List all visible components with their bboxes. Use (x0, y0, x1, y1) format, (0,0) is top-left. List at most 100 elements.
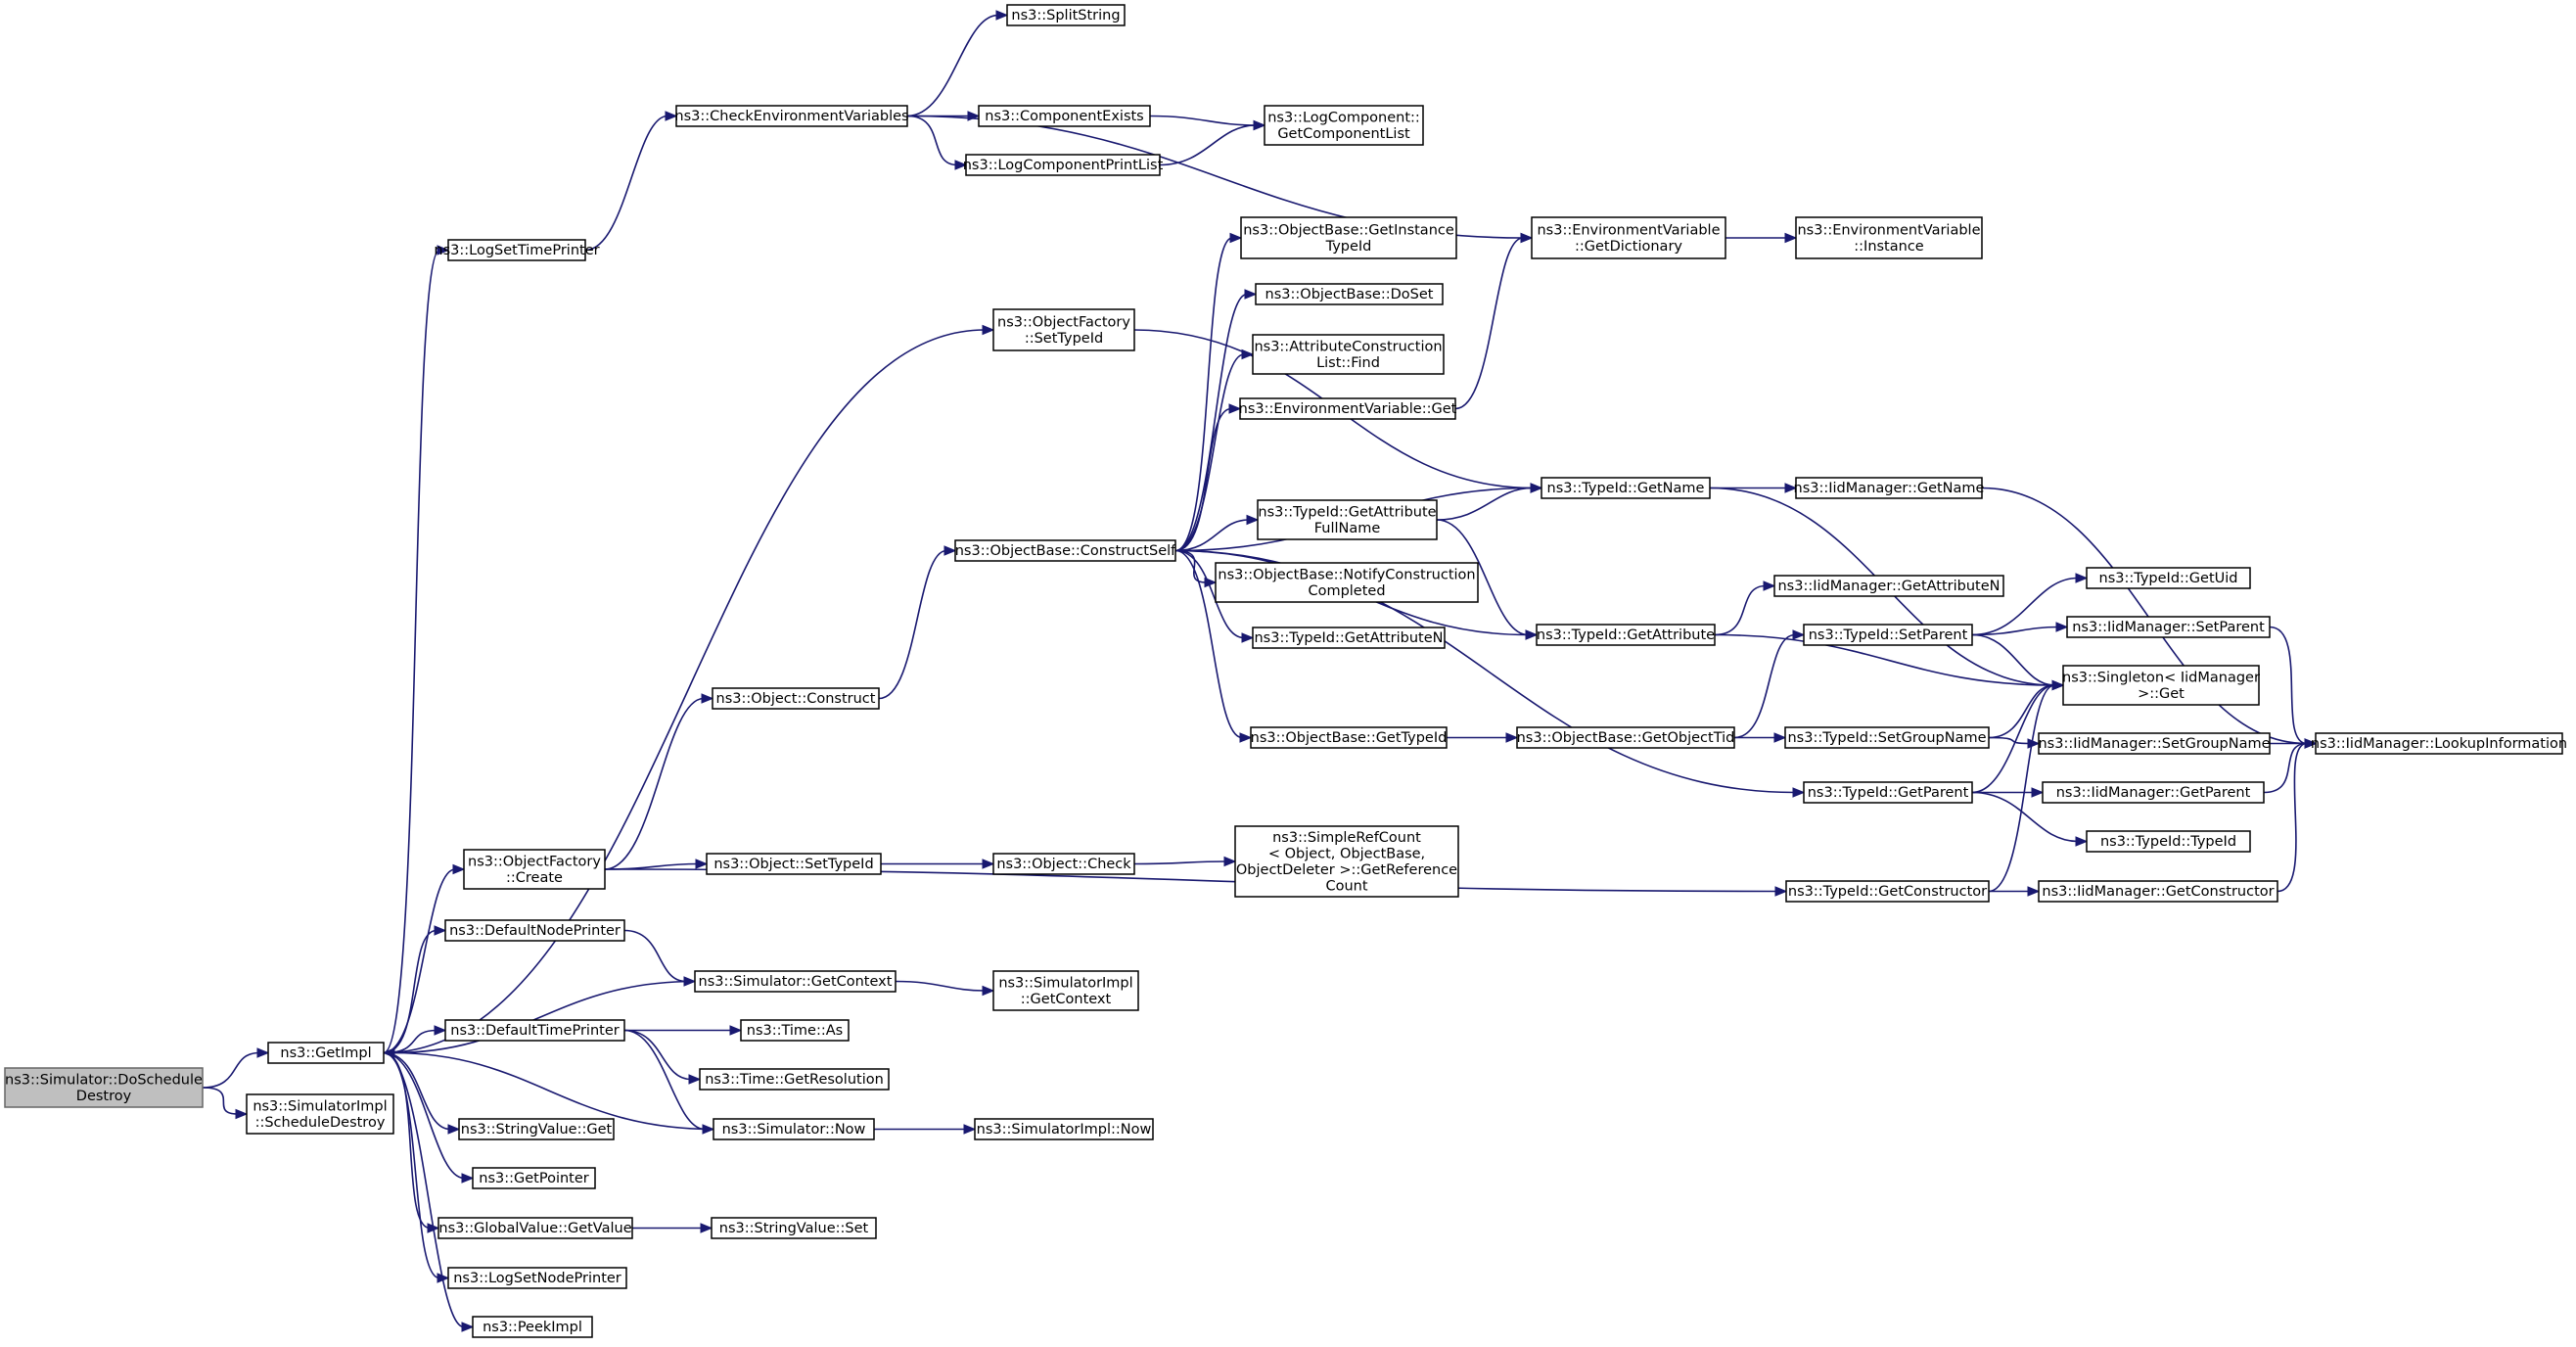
edge-obj-construct-to-construct-self (878, 549, 947, 700)
node-iid-getname[interactable]: ns3::IidManager::GetName (1794, 477, 1985, 499)
node-label: ns3::DefaultNodePrinter (449, 923, 621, 939)
edge-sim-getctx-to-simimpl-getctx (895, 980, 986, 992)
node-time-as[interactable]: ns3::Time::As (740, 1019, 850, 1042)
node-obj-check[interactable]: ns3::Object::Check (992, 853, 1135, 875)
node-simimpl-sd[interactable]: ns3::SimulatorImpl::ScheduleDestroy (246, 1093, 394, 1135)
node-label: ns3::Time::GetResolution (705, 1072, 884, 1088)
node-tid-getattr[interactable]: ns3::TypeId::GetAttribute (1536, 624, 1716, 646)
edge-tid-getctor-to-singleton (1988, 684, 2055, 893)
node-singleton[interactable]: ns3::Singleton< IidManager >::Get (2062, 665, 2260, 706)
node-simimpl-getctx[interactable]: ns3::SimulatorImpl::GetContext (992, 970, 1139, 1011)
node-tid-getname[interactable]: ns3::TypeId::GetName (1541, 477, 1711, 499)
edge-getimpl-to-defnodeprinter (383, 929, 437, 1054)
edge-tid-getattrfull-to-tid-getattr (1436, 519, 1529, 636)
node-gv-getvalue[interactable]: ns3::GlobalValue::GetValue (437, 1217, 633, 1239)
node-label: ns3::SplitString (1011, 8, 1120, 23)
node-label: ns3::TypeId::GetParent (1808, 785, 1969, 801)
edge-iid-getctor-to-iid-lookup (2277, 742, 2308, 893)
node-tid-getuid[interactable]: ns3::TypeId::GetUid (2086, 567, 2251, 589)
edge-obj-check-to-simplerefcount (1133, 860, 1227, 865)
node-iid-setgroup[interactable]: ns3::IidManager::SetGroupName (2038, 732, 2271, 755)
node-getimpl[interactable]: ns3::GetImpl (267, 1042, 385, 1064)
node-simplerefcount[interactable]: ns3::SimpleRefCount< Object, ObjectBase,… (1234, 825, 1459, 898)
node-label: ns3::Object::Check (996, 857, 1131, 872)
node-objfac-settid[interactable]: ns3::ObjectFactory::SetTypeId (992, 308, 1135, 351)
node-label: ns3::TypeId::GetAttribute (1537, 627, 1715, 643)
node-box (472, 1316, 593, 1338)
node-label: ::GetDictionary (1575, 239, 1682, 255)
node-peekimpl[interactable]: ns3::PeekImpl (472, 1316, 593, 1338)
node-box (965, 154, 1161, 176)
node-obj-construct[interactable]: ns3::Object::Construct (712, 687, 880, 710)
node-compexists[interactable]: ns3::ComponentExists (978, 105, 1151, 127)
node-tid-setparent[interactable]: ns3::TypeId::SetParent (1803, 624, 1973, 646)
node-label: ns3::StringValue::Set (719, 1221, 869, 1236)
edge-construct-self-to-ob-gettid (1174, 549, 1243, 739)
node-envdict[interactable]: ns3::EnvironmentVariable::GetDictionary (1531, 216, 1726, 259)
node-sim-now[interactable]: ns3::Simulator::Now (713, 1118, 875, 1140)
arrowhead (1229, 232, 1243, 244)
node-iid-getparent[interactable]: ns3::IidManager::GetParent (2042, 781, 2265, 804)
node-logcompprint[interactable]: ns3::LogComponentPrintList (963, 154, 1164, 176)
node-logcomp-list[interactable]: ns3::LogComponent::GetComponentList (1264, 105, 1424, 146)
node-tid-getparent[interactable]: ns3::TypeId::GetParent (1803, 781, 1973, 804)
edge-compexists-to-logcomp-list (1149, 115, 1257, 126)
node-obj-settid[interactable]: ns3::Object::SetTypeId (706, 853, 882, 875)
edge-checkenv-to-logcompprint (906, 115, 958, 166)
arrowhead (437, 245, 450, 255)
node-iid-setparent[interactable]: ns3::IidManager::SetParent (2066, 616, 2271, 638)
arrowhead (2027, 886, 2041, 897)
node-iid-getattrn[interactable]: ns3::IidManager::GetAttributeN (1773, 575, 2004, 597)
node-objfac-create[interactable]: ns3::ObjectFactory::Create (463, 849, 606, 890)
arrowhead (1228, 403, 1242, 414)
edge-tid-getattrfull-to-tid-getname (1436, 487, 1534, 521)
node-ob-getobjtid[interactable]: ns3::ObjectBase::GetObjectTid (1516, 726, 1735, 749)
arrowhead (954, 160, 968, 170)
node-box (712, 687, 880, 710)
node-label: ns3::Simulator::DoSchedule (5, 1072, 203, 1088)
node-box (740, 1019, 850, 1042)
node-ob-gettid[interactable]: ns3::ObjectBase::GetTypeId (1250, 726, 1448, 749)
node-split[interactable]: ns3::SplitString (1006, 4, 1126, 26)
node-box (711, 1217, 877, 1239)
node-checkenv[interactable]: ns3::CheckEnvironmentVariables (674, 105, 909, 127)
arrowhead (1253, 119, 1266, 131)
node-ob-notify[interactable]: ns3::ObjectBase::NotifyConstructionCompl… (1215, 562, 1479, 603)
node-envinst[interactable]: ns3::EnvironmentVariable::Instance (1795, 216, 1983, 259)
arrowhead (1792, 629, 1806, 640)
node-tid-setgroup[interactable]: ns3::TypeId::SetGroupName (1784, 726, 1990, 749)
arrowhead (1763, 581, 1776, 591)
arrowhead (1773, 732, 1787, 743)
node-logsettp[interactable]: ns3::LogSetTimePrinter (434, 239, 600, 261)
node-box (444, 1019, 625, 1042)
node-getpointer[interactable]: ns3::GetPointer (472, 1167, 596, 1189)
node-iid-getctor[interactable]: ns3::IidManager::GetConstructor (2038, 880, 2278, 903)
node-tid-getctor[interactable]: ns3::TypeId::GetConstructor (1785, 880, 1990, 903)
node-simimpl-now[interactable]: ns3::SimulatorImpl::Now (974, 1118, 1154, 1140)
node-envget[interactable]: ns3::EnvironmentVariable::Get (1239, 397, 1457, 420)
node-strval-get[interactable]: ns3::StringValue::Get (458, 1118, 615, 1140)
node-tid-getattrn[interactable]: ns3::TypeId::GetAttributeN (1252, 627, 1446, 649)
node-logsetnp[interactable]: ns3::LogSetNodePrinter (447, 1267, 627, 1289)
node-iid-lookup[interactable]: ns3::IidManager::LookupInformation (2311, 732, 2567, 755)
arrowhead (2055, 622, 2069, 632)
node-deftimeprinter[interactable]: ns3::DefaultTimePrinter (444, 1019, 625, 1042)
arrowhead (447, 1124, 461, 1135)
edge-defnodeprinter-to-sim-getctx (623, 929, 687, 983)
node-time-getres[interactable]: ns3::Time::GetResolution (699, 1068, 890, 1091)
node-ob-doset[interactable]: ns3::ObjectBase::DoSet (1255, 283, 1444, 305)
node-sim-getctx[interactable]: ns3::Simulator::GetContext (694, 970, 897, 993)
edge-tid-setparent-to-tid-getuid (1971, 577, 2079, 636)
node-box (1264, 105, 1424, 146)
node-box (1795, 216, 1983, 259)
node-strval-set[interactable]: ns3::StringValue::Set (711, 1217, 877, 1239)
node-tid-typeid[interactable]: ns3::TypeId::TypeId (2086, 830, 2251, 853)
node-defnodeprinter[interactable]: ns3::DefaultNodePrinter (444, 919, 625, 942)
arrowhead (729, 1025, 743, 1036)
node-construct-self[interactable]: ns3::ObjectBase::ConstructSelf (954, 539, 1176, 562)
node-box (2086, 830, 2251, 853)
